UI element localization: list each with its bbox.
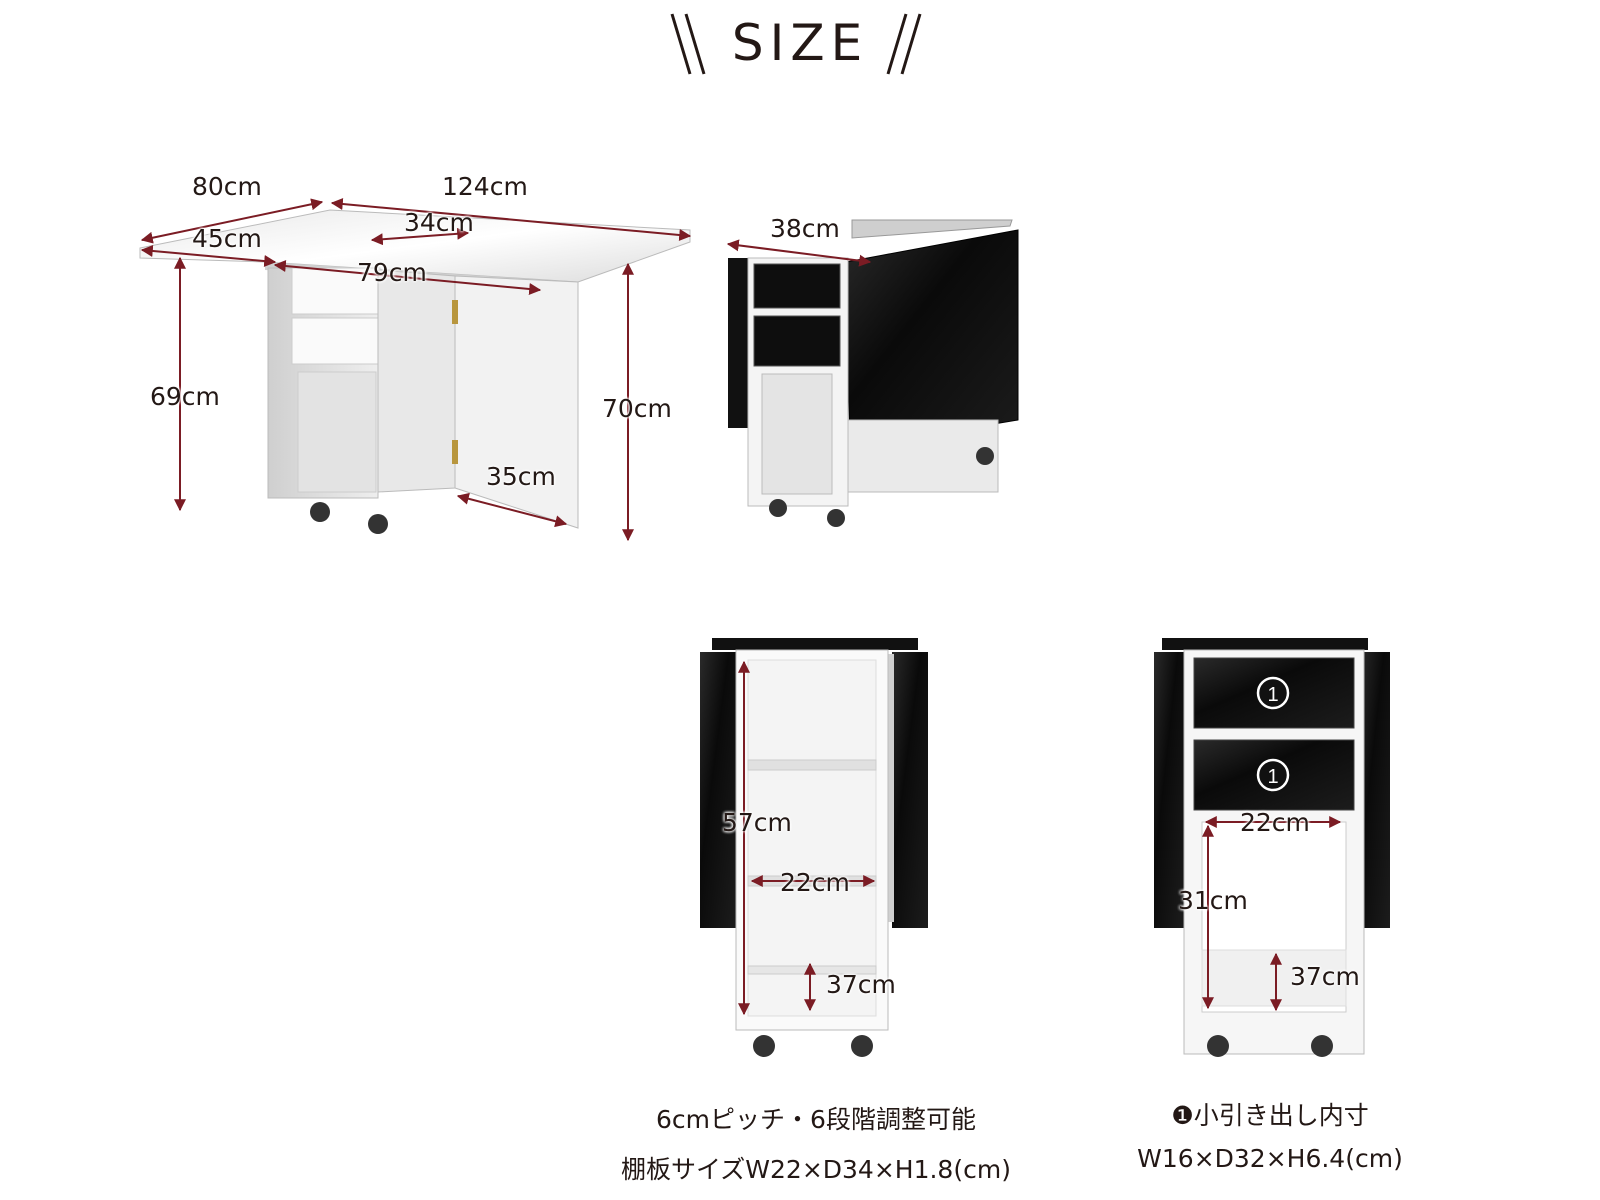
dim-top-length: 79cm	[357, 258, 427, 287]
dim-drawer-inner-height: 31cm	[1178, 886, 1248, 915]
folded-table-drawing	[728, 219, 1019, 527]
dim-shelf-inner-height: 57cm	[722, 808, 792, 837]
dim-depth-total: 80cm	[192, 172, 262, 201]
page-title: SIZE	[731, 14, 869, 72]
folded-table-dimension-arrow	[726, 239, 872, 267]
title-decoration-left	[670, 13, 706, 75]
dim-top-mid-depth: 34cm	[404, 208, 474, 237]
drawer-badge-icon: 1	[1256, 758, 1290, 792]
dim-height-right: 70cm	[602, 394, 672, 423]
svg-text:1: 1	[1267, 684, 1278, 706]
shelf-cabinet-dimension-arrows	[738, 660, 876, 1016]
dim-base-depth: 35cm	[486, 462, 556, 491]
open-table-dimension-arrows	[140, 198, 692, 542]
dim-leaf-depth: 45cm	[192, 224, 262, 253]
dim-shelf-width: 22cm	[780, 868, 850, 897]
dim-drawer-bottom-height: 37cm	[1290, 962, 1360, 991]
dim-shelf-bottom-height: 37cm	[826, 970, 896, 999]
drawer-cabinet-drawing	[1154, 638, 1390, 1057]
drawer-caption-line2: W16×D32×H6.4(cm)	[1137, 1144, 1403, 1173]
shelf-caption-line2: 棚板サイズW22×D34×H1.8(cm)	[621, 1155, 1011, 1184]
svg-text:1: 1	[1267, 766, 1278, 788]
dim-folded-width: 38cm	[770, 214, 840, 243]
drawer-caption-line1: ❶小引き出し内寸	[1171, 1101, 1369, 1130]
title-decoration-right	[886, 13, 922, 75]
drawer-badge-icon: 1	[1256, 676, 1290, 710]
dim-length-total: 124cm	[442, 172, 528, 201]
drawer-cabinet-dimension-arrows	[1202, 816, 1342, 1012]
dim-height-left: 69cm	[150, 382, 220, 411]
shelf-caption-line1: 6cmピッチ・6段階調整可能	[656, 1105, 976, 1134]
dim-drawer-inner-width: 22cm	[1240, 808, 1310, 837]
